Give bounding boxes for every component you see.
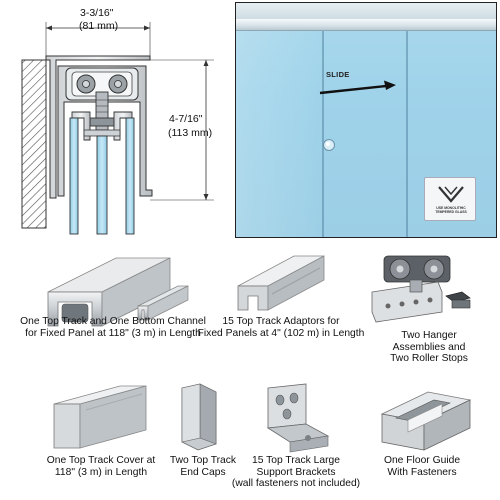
caption-top-track-cover: One Top Track Cover at 118" (3 m) in Len…: [46, 455, 156, 478]
slide-arrow-icon: [319, 80, 396, 95]
caption-hanger-assemblies: Two Hanger Assemblies and Two Roller Sto…: [390, 330, 468, 365]
height-label-metric: (113 mm): [168, 127, 212, 139]
glass-logo-icon: [438, 186, 464, 203]
width-label-metric: (81 mm): [79, 20, 118, 32]
caption-top-track-bottom-channel: One Top Track and One Bottom Channel for…: [20, 316, 206, 339]
caption-end-caps: Two Top Track End Caps: [169, 455, 237, 478]
fixed-glass-panel-left: [69, 117, 79, 235]
hanger-assembly-image: [371, 255, 471, 323]
top-track-cover-image: [53, 385, 147, 449]
badge-text: USE MONOLITHIC TEMPERED GLASS: [435, 206, 467, 214]
floor-guide-image: [380, 391, 472, 451]
fixed-glass-panel-right: [125, 117, 135, 235]
track-cross-section-diagram: 3-3/16" (81 mm) 4-7/16" (113 mm): [21, 7, 214, 235]
glass-panel-seam: [322, 31, 324, 237]
sliding-glass-panel: [96, 135, 108, 235]
width-label-imperial: 3-3/16": [80, 7, 114, 19]
installed-door-photo: SLIDE USE MONOLITHIC TEMPERED GLASS: [235, 2, 497, 238]
glass-panel-seam: [406, 31, 408, 237]
caption-floor-guide: One Floor Guide With Fasteners: [383, 455, 461, 478]
top-track-profile: [45, 55, 153, 199]
installed-top-track: [236, 19, 496, 31]
slide-label: SLIDE: [326, 70, 350, 79]
top-track-and-bottom-channel-image: [47, 257, 189, 327]
large-support-bracket-image: [266, 383, 330, 453]
caption-track-adaptors: 15 Top Track Adaptors for Fixed Panels a…: [197, 316, 365, 339]
top-track-end-cap-image: [181, 383, 217, 451]
caption-support-brackets: 15 Top Track Large Support Brackets (wal…: [231, 455, 361, 490]
wall-section: [21, 59, 47, 229]
top-track-adaptor-image: [237, 255, 325, 311]
door-knob-icon: [323, 139, 335, 151]
height-label-imperial: 4-7/16": [169, 113, 203, 125]
ceiling: [236, 3, 496, 19]
tempered-glass-badge: USE MONOLITHIC TEMPERED GLASS: [424, 177, 476, 221]
